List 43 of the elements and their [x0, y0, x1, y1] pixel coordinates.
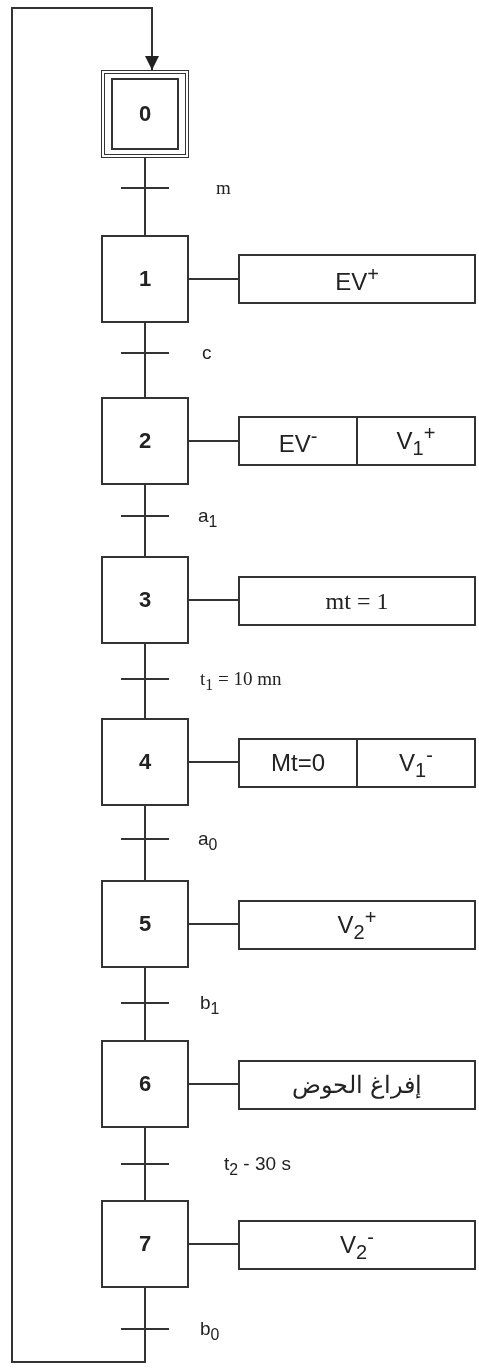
- action-box: [238, 1220, 476, 1270]
- action-link: [188, 278, 239, 280]
- step-box: [101, 1040, 189, 1128]
- action-text: mt = 1: [325, 587, 389, 615]
- flow-line: [144, 322, 146, 398]
- action-box: [238, 254, 476, 304]
- step-box: [101, 397, 189, 485]
- step-number: 3: [138, 587, 152, 613]
- step-box: [101, 235, 189, 323]
- step-box: [101, 556, 189, 644]
- step-box: [101, 880, 189, 968]
- action-link: [188, 440, 239, 442]
- action-box: [238, 900, 476, 950]
- step-number: 4: [138, 749, 152, 775]
- flow-line: [144, 157, 146, 236]
- step-number: 7: [138, 1231, 152, 1257]
- step-number: 6: [138, 1071, 152, 1097]
- flow-line: [144, 484, 146, 557]
- flow-line: [144, 1127, 146, 1201]
- action-link: [188, 761, 239, 763]
- initial-step-box: [101, 70, 189, 158]
- action-text: EV$^{-}$: [278, 424, 318, 458]
- flow-line: [144, 643, 146, 719]
- step-box: [101, 718, 189, 806]
- action-text: EV$^{+}$: [335, 262, 379, 296]
- action-link: [188, 599, 239, 601]
- step-box: [101, 1200, 189, 1288]
- action-text: Mt=0: [271, 749, 325, 777]
- action-link: [188, 1083, 239, 1085]
- action-box: [238, 416, 476, 466]
- action-text: إفراغ الحوض: [292, 1071, 422, 1099]
- step-number: 2: [138, 428, 152, 454]
- step-number: 0: [138, 101, 152, 127]
- flow-line: [144, 805, 146, 881]
- step-number: 1: [138, 266, 152, 292]
- step-number: 5: [138, 911, 152, 937]
- action-box: [238, 1060, 476, 1110]
- flow-line: [144, 967, 146, 1041]
- action-link: [188, 923, 239, 925]
- action-box: [238, 738, 476, 788]
- arrow: [11, 7, 159, 1363]
- action-box: [238, 576, 476, 626]
- action-link: [188, 1243, 239, 1245]
